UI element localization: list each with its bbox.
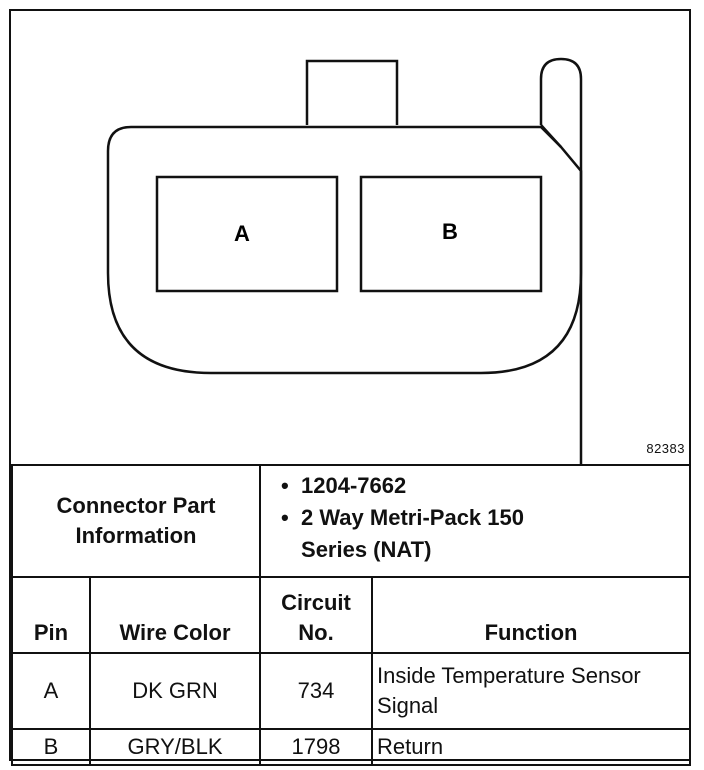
cavity-b-label: B [442,219,458,244]
cavity-a [155,175,339,293]
part-info-row: Connector Part Information 1204-7662 2 W… [10,464,692,578]
table-header-row: Pin Wire Color Circuit No. Function [11,576,692,654]
row-a-wire-color: DK GRN [88,652,262,730]
cavity-a-label: A [234,221,250,246]
connector-type-line1: 2 Way Metri-Pack 150 [301,505,524,530]
connector-type-line2: Series (NAT) [301,537,432,562]
table-row: A DK GRN 734 Inside Temperature Sensor S… [11,652,692,730]
part-info-label-line2: Information [75,523,197,548]
figure-number: 82383 [646,441,685,456]
header-pin: Pin [11,576,91,654]
row-a-circuit: 734 [259,652,374,730]
row-a-function-line2: Signal [377,693,439,718]
connector-hook [539,57,583,464]
connector-diagram: A B 82383 [11,11,689,464]
part-info-list: 1204-7662 2 Way Metri-Pack 150 Series (N… [261,466,689,566]
cavity-b [359,175,543,293]
row-a-function: Inside Temperature Sensor Signal [371,652,692,730]
connector-drawing: A B [106,57,583,464]
connector-housing [106,125,583,375]
row-b-pin: B [11,728,91,766]
table-row: B GRY/BLK 1798 Return [11,728,692,766]
header-wire-color: Wire Color [88,576,262,654]
row-a-function-line1: Inside Temperature Sensor [377,663,641,688]
header-circuit: Circuit No. [259,576,374,654]
header-circuit-line1: Circuit [281,590,351,615]
connector-type: 2 Way Metri-Pack 150 Series (NAT) [281,502,689,566]
row-b-wire-color: GRY/BLK [88,728,262,766]
part-number: 1204-7662 [281,470,689,502]
connector-info-table: Connector Part Information 1204-7662 2 W… [10,464,692,766]
part-info-values: 1204-7662 2 Way Metri-Pack 150 Series (N… [259,464,692,578]
part-info-label: Connector Part Information [10,464,262,578]
connector-latch [305,59,399,125]
row-b-circuit: 1798 [259,728,374,766]
row-b-function: Return [371,728,692,766]
connector-frame: A B 82383 Connector Part Information 120… [9,9,692,766]
row-a-pin: A [11,652,91,730]
header-circuit-line2: No. [298,620,334,645]
header-function: Function [371,576,692,654]
part-info-label-line1: Connector Part [56,493,216,518]
